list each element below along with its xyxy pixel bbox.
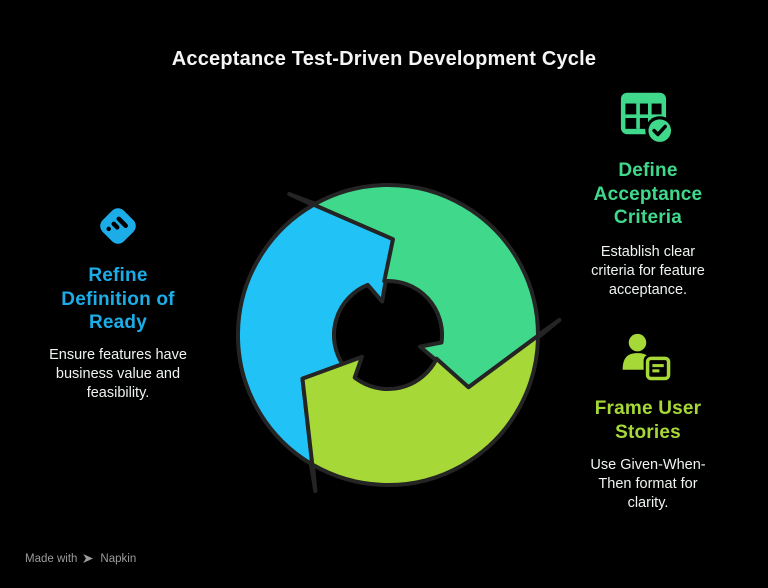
user-story-icon (622, 333, 672, 382)
section-title: Frame User Stories (594, 398, 702, 443)
section-frame-user-stories: Frame User Stories Use Given-When- Then … (548, 331, 748, 513)
napkin-logo-icon (83, 554, 94, 563)
cycle-diagram (235, 135, 588, 535)
napkin-watermark[interactable]: Made with Napkin (25, 552, 136, 565)
section-description: Establish clear criteria for feature acc… (591, 243, 705, 298)
table-check-icon (620, 92, 675, 146)
page-title: Acceptance Test-Driven Development Cycle (171, 48, 597, 70)
section-define-acceptance-criteria: Define Acceptance Criteria Establish cle… (548, 90, 748, 300)
section-description: Ensure features have business value and … (49, 346, 187, 401)
section-refine-definition-of-ready: Refine Definition of Ready Ensure featur… (18, 202, 218, 403)
watermark-prefix: Made with (25, 552, 78, 565)
section-title: Refine Definition of Ready (61, 265, 175, 333)
section-description: Use Given-When- Then format for clarity. (590, 457, 706, 511)
section-title: Define Acceptance Criteria (593, 160, 703, 228)
pen-diamond-icon (100, 208, 136, 244)
watermark-brand: Napkin (100, 552, 137, 565)
